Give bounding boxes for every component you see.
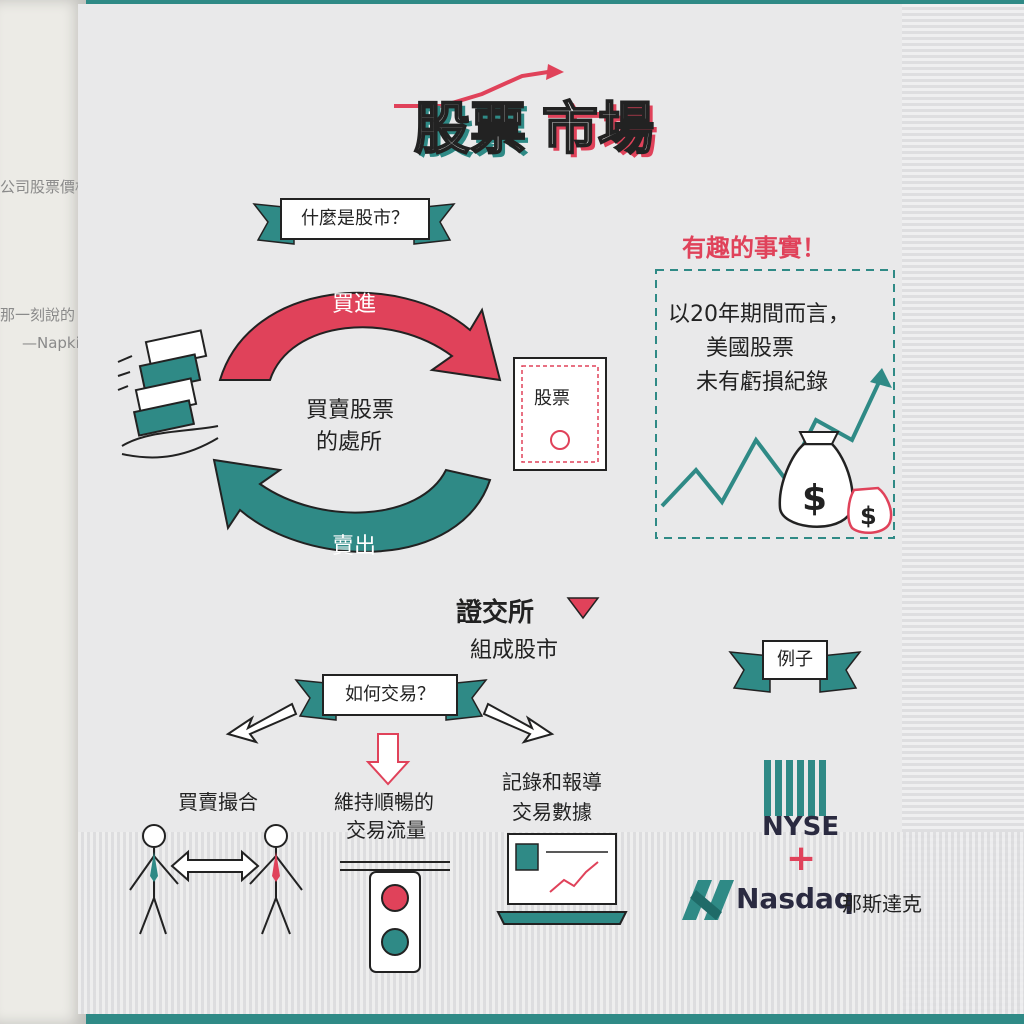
cycle-arrows (212, 291, 502, 553)
book-page-left: 公司股票價格 那一刻說的「Sp —Napkin Fina (0, 0, 86, 1024)
fun-fact-line1: 以20年期間而言， (668, 302, 850, 327)
book-text-line: 那一刻說的「Sp (0, 306, 86, 324)
label-what-is: 什麼是股市？ (280, 198, 430, 240)
triangle-down-icon (566, 597, 600, 620)
nyse-logo-icon (764, 760, 826, 816)
title-arrow-icon (394, 64, 564, 108)
book-text-line: 公司股票價格 (0, 178, 86, 196)
function-flow-line1: 維持順暢的 (334, 790, 434, 814)
people-matching-icon (129, 824, 303, 935)
traffic-light-icon (340, 861, 450, 973)
plus-sign: + (786, 838, 817, 879)
fun-fact-box (655, 269, 895, 539)
title-part1: 股票 (413, 96, 527, 163)
nasdaq-cn-label: 那斯達克 (842, 892, 922, 916)
function-record-line2: 交易數據 (512, 800, 592, 824)
center-line1: 買賣股票 (306, 398, 395, 423)
exchange-sub: 組成股市 (470, 638, 559, 663)
function-flow-line2: 交易流量 (346, 818, 426, 842)
svg-text:$: $ (860, 502, 877, 530)
laptop-chart-icon (496, 833, 628, 925)
book-text-line: —Napkin Fina (22, 334, 86, 352)
nasdaq-label: Nasdaq (736, 882, 854, 915)
fun-fact-line3: 未有虧損紀錄 (696, 370, 829, 395)
label-examples: 例子 (762, 640, 828, 680)
exchange-heading: 證交所 (456, 598, 535, 628)
function-record-line1: 記錄和報導 (502, 770, 602, 794)
money-bags-icon: $ $ (778, 431, 893, 535)
buy-label: 買進 (332, 292, 377, 317)
sell-label: 賣出 (332, 534, 377, 559)
ribbon-examples (728, 651, 862, 693)
branch-arrows (225, 702, 555, 786)
title: 股票 市場 (332, 64, 692, 163)
center-line2: 的處所 (316, 430, 383, 455)
nasdaq-logo-icon (682, 880, 734, 920)
function-matching: 買賣撮合 (178, 790, 258, 814)
stock-label: 股票 (534, 388, 570, 409)
nyse-label: NYSE (762, 812, 840, 842)
svg-text:$: $ (802, 478, 827, 519)
label-how-trade: 如何交易？ (322, 674, 458, 716)
money-hand-icon (117, 329, 219, 459)
stock-certificate-icon (513, 357, 607, 471)
fun-fact-line2: 美國股票 (706, 336, 795, 361)
fun-fact-heading: 有趣的事實！ (682, 234, 826, 262)
title-part2: 市場 (541, 96, 655, 163)
